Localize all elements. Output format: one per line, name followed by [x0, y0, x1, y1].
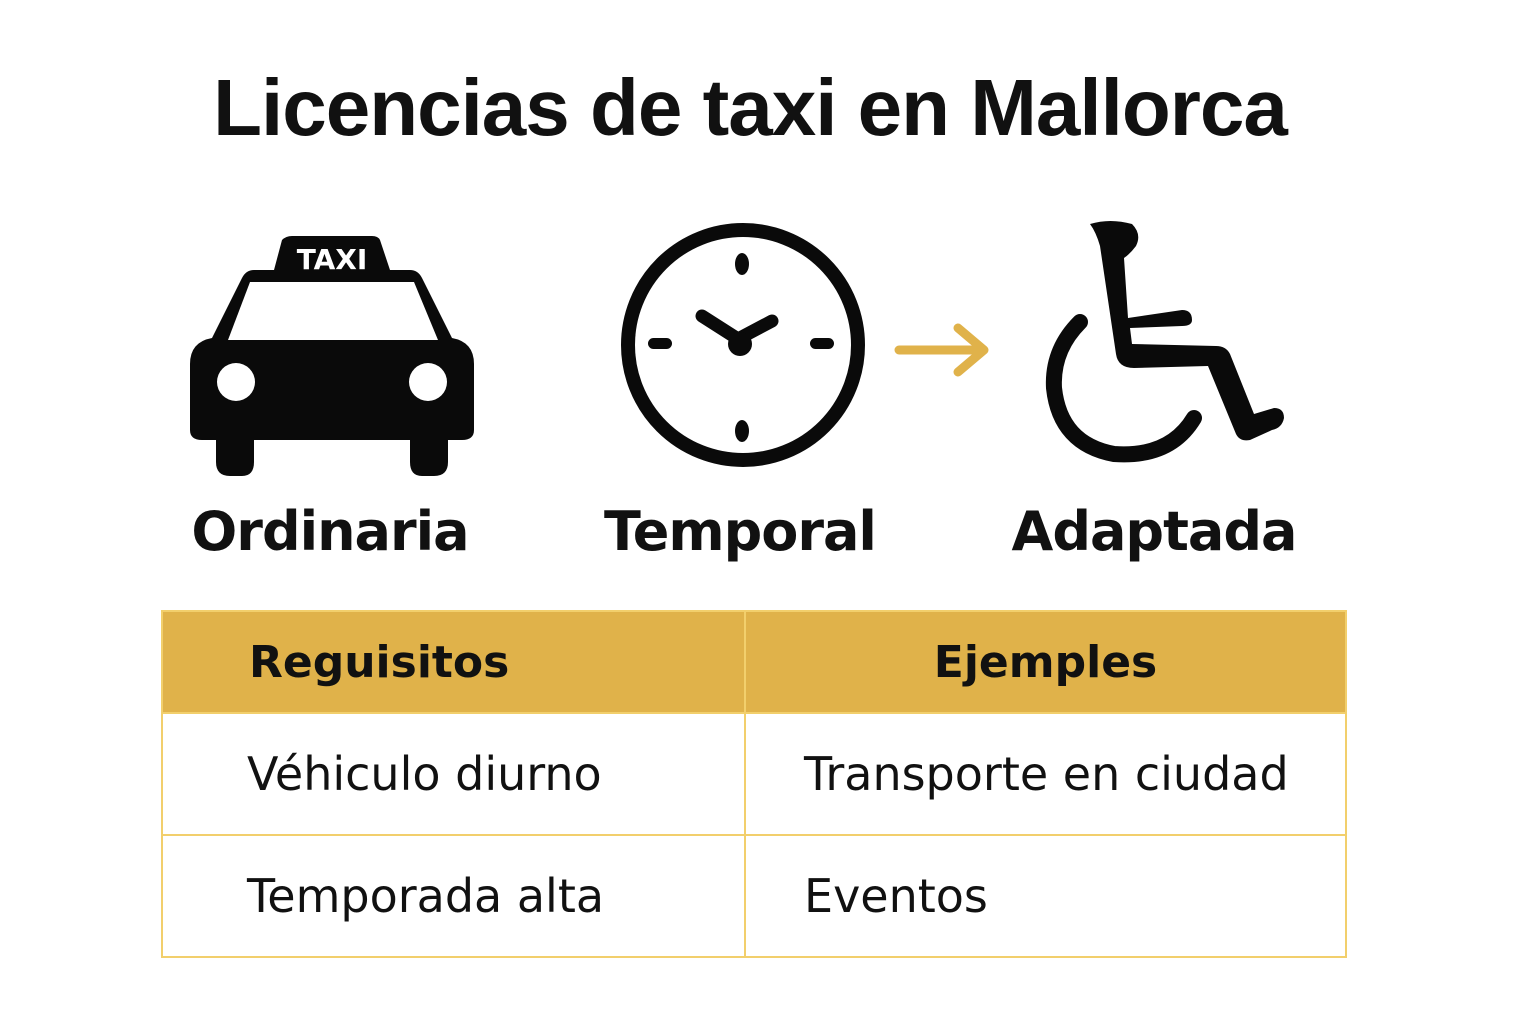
arrow-right-icon [894, 322, 994, 378]
page-title: Licencias de taxi en Mallorca [213, 63, 1288, 152]
table-cell: Véhiculo diurno [161, 712, 746, 836]
label-temporal: Temporal [604, 500, 877, 563]
label-ordinaria: Ordinaria [191, 500, 469, 563]
requirements-table: Reguisitos Ejemples Véhiculo diurno Tran… [161, 610, 1347, 958]
taxi-icon: TAXI [190, 234, 474, 478]
clock-icon [620, 222, 866, 468]
header-ejemplos: Ejemples [744, 610, 1347, 714]
table-cell: Transporte en ciudad [744, 712, 1347, 836]
wheelchair-icon [1044, 218, 1290, 470]
label-adaptada: Adaptada [1011, 500, 1298, 563]
table-header-row: Reguisitos Ejemples [161, 610, 1347, 714]
table-cell: Temporada alta [161, 834, 746, 958]
table-row: Véhiculo diurno Transporte en ciudad [161, 712, 1347, 836]
header-requisitos: Reguisitos [161, 610, 746, 714]
table-cell: Eventos [744, 834, 1347, 958]
taxi-sign-text: TAXI [297, 243, 368, 276]
table-row: Temporada alta Eventos [161, 834, 1347, 958]
